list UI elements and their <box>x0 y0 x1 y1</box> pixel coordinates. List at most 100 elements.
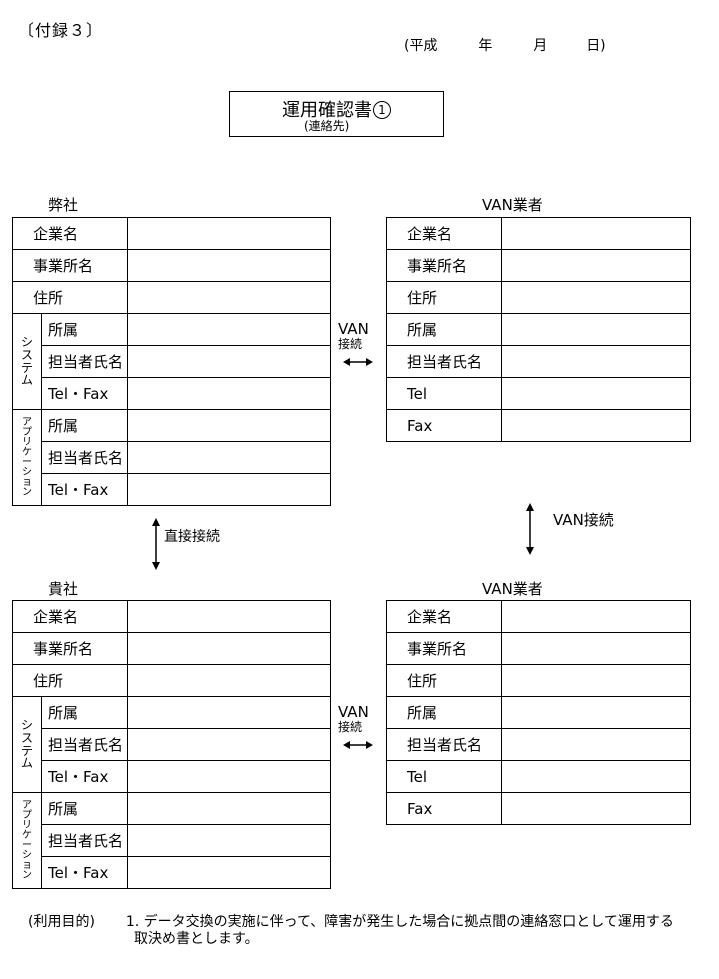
table-row: 住所 <box>386 281 691 314</box>
table-row: 住所 <box>11 664 332 697</box>
date-line: (平成 年 月 日) <box>404 35 606 55</box>
our-company-heading: 弊社 <box>48 196 79 214</box>
van-contact-person-field[interactable] <box>501 345 691 378</box>
department-label: 所属 <box>386 313 502 346</box>
system-tel-fax-field[interactable] <box>127 377 332 410</box>
van-address-field[interactable] <box>501 281 691 314</box>
van-address-field[interactable] <box>501 664 691 697</box>
vertical-char: ア <box>22 416 32 428</box>
purpose-label: (利用目的) <box>28 914 95 930</box>
appendix-label: 〔付録３〕 <box>18 21 104 40</box>
company-name-label: 企業名 <box>11 600 129 633</box>
van-fax-field[interactable] <box>501 409 691 442</box>
van-vendor-table-top: 企業名 事業所名 住所 所属 担当者氏名 Tel Fax <box>386 217 691 442</box>
van-contact-person-field[interactable] <box>501 728 691 761</box>
application-group-label: ア プ リ ケ ー シ ョ ン <box>12 409 42 506</box>
van-office-name-field[interactable] <box>501 249 691 282</box>
table-row: 担当者氏名 <box>13 728 332 761</box>
your-company-heading: 貴社 <box>48 580 79 598</box>
address-field[interactable] <box>127 281 332 314</box>
table-row: Tel・Fax <box>13 473 332 506</box>
system-contact-person-field[interactable] <box>127 728 332 761</box>
office-name-label: 事業所名 <box>11 249 129 282</box>
vertical-char: テ <box>20 360 33 375</box>
address-label: 住所 <box>386 664 502 697</box>
vertical-char: ン <box>22 869 32 881</box>
contact-person-label: 担当者氏名 <box>40 824 129 857</box>
van-department-field[interactable] <box>501 313 691 346</box>
van-department-field[interactable] <box>501 696 691 729</box>
department-label: 所属 <box>386 696 502 729</box>
our-company-table: 企業名 事業所名 住所 シ ス テ ム 所属 担当者氏名 Tel・Fax ア <box>11 217 332 506</box>
table-row: シ ス テ ム 所属 <box>12 313 332 410</box>
tel-fax-label: Tel・Fax <box>40 760 129 793</box>
van-tel-field[interactable] <box>501 760 691 793</box>
app-contact-person-field[interactable] <box>127 824 332 857</box>
vertical-char: プ <box>22 809 32 821</box>
vertical-char: プ <box>22 426 32 438</box>
tel-fax-label: Tel・Fax <box>40 377 129 410</box>
vertical-char: ム <box>20 373 33 388</box>
table-row: 担当者氏名 <box>13 824 332 857</box>
table-row: 企業名 <box>386 217 691 250</box>
usage-purpose-note: (利用目的) 1. データ交換の実施に伴って、障害が発生した場合に拠点間の連絡窓… <box>28 914 674 948</box>
table-row: Tel <box>386 377 691 410</box>
company-name-field[interactable] <box>127 600 332 633</box>
purpose-line-1: データ交換の実施に伴って、障害が発生した場合に拠点間の連絡窓口として運用する <box>143 914 674 930</box>
table-row: ア プ リ ケ ー シ ョ ン 所属 <box>12 409 332 506</box>
van-connection-label-top: VAN 接続 <box>338 322 369 351</box>
date-month: 月 <box>533 38 548 54</box>
van-fax-field[interactable] <box>501 792 691 825</box>
office-name-field[interactable] <box>127 632 332 665</box>
double-arrow-horizontal-icon <box>343 741 373 749</box>
table-row: 事業所名 <box>11 249 332 282</box>
table-row: 所属 <box>386 696 691 729</box>
application-group-label: ア プ リ ケ ー シ ョ ン <box>12 792 42 889</box>
table-row: Tel・Fax <box>13 760 332 793</box>
app-contact-person-field[interactable] <box>127 441 332 474</box>
item-number: 1. <box>125 914 140 930</box>
system-department-field[interactable] <box>127 313 332 346</box>
van-connection-label-bottom: VAN 接続 <box>338 705 369 734</box>
table-row: 担当者氏名 <box>13 441 332 474</box>
app-tel-fax-field[interactable] <box>127 856 332 889</box>
title-text: 運用確認書 <box>282 100 372 121</box>
van-office-name-field[interactable] <box>501 632 691 665</box>
vertical-char: テ <box>20 743 33 758</box>
app-department-field[interactable] <box>127 409 332 442</box>
van-vendor-heading-top: VAN業者 <box>482 196 543 214</box>
company-name-field[interactable] <box>127 217 332 250</box>
table-row: 事業所名 <box>386 249 691 282</box>
system-group-label: シ ス テ ム <box>12 313 42 410</box>
vertical-char: ケ <box>22 829 32 841</box>
van-company-name-field[interactable] <box>501 600 691 633</box>
address-field[interactable] <box>127 664 332 697</box>
department-label: 所属 <box>40 313 129 346</box>
connection-text: 接続 <box>338 337 363 351</box>
table-row: Tel <box>386 760 691 793</box>
department-label: 所属 <box>40 696 129 729</box>
system-department-field[interactable] <box>127 696 332 729</box>
contact-person-label: 担当者氏名 <box>386 345 502 378</box>
system-contact-person-field[interactable] <box>127 345 332 378</box>
office-name-label: 事業所名 <box>11 632 129 665</box>
van-connection-label-right: VAN接続 <box>553 511 614 529</box>
contact-person-label: 担当者氏名 <box>40 345 129 378</box>
app-department-field[interactable] <box>127 792 332 825</box>
van-tel-field[interactable] <box>501 377 691 410</box>
company-name-label: 企業名 <box>11 217 129 250</box>
system-group-label: シ ス テ ム <box>12 696 42 793</box>
vertical-char: ー <box>22 839 32 851</box>
office-name-field[interactable] <box>127 249 332 282</box>
table-row: 所属 <box>386 313 691 346</box>
table-row: 住所 <box>11 281 332 314</box>
system-tel-fax-field[interactable] <box>127 760 332 793</box>
vertical-char: リ <box>22 436 32 448</box>
vertical-char: ス <box>20 347 33 362</box>
table-row: Tel・Fax <box>13 377 332 410</box>
office-name-label: 事業所名 <box>386 632 502 665</box>
van-company-name-field[interactable] <box>501 217 691 250</box>
app-tel-fax-field[interactable] <box>127 473 332 506</box>
